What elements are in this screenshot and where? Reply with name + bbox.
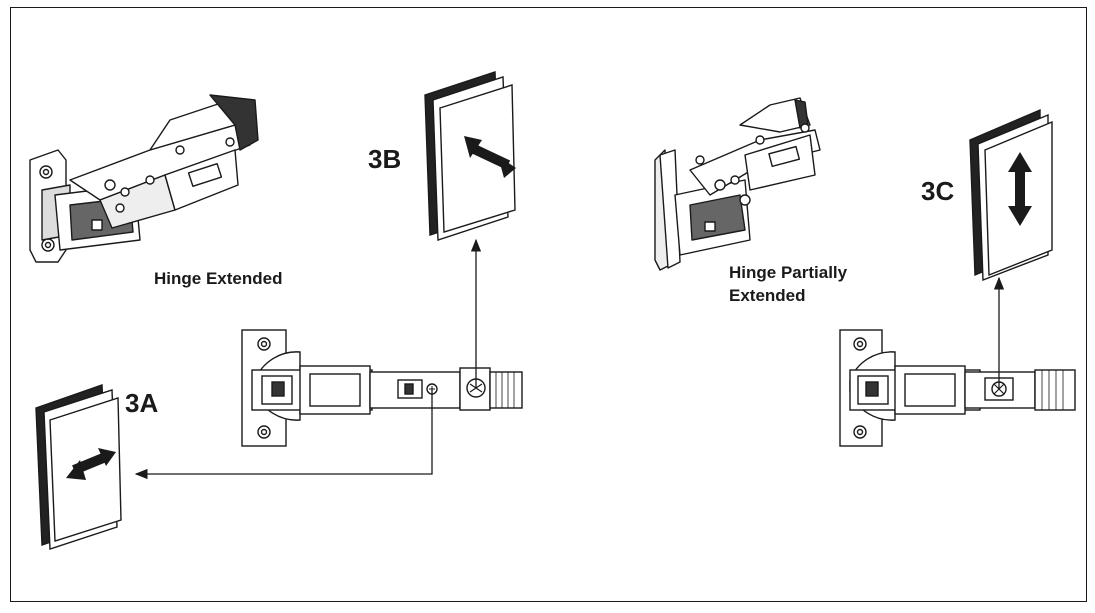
caption-hinge-partially-line2: Extended <box>729 286 806 305</box>
door-panel-3c <box>969 108 1053 282</box>
hinge-extended-illustration <box>29 94 259 263</box>
tag-3c: 3C <box>921 176 955 206</box>
hinge-top-view-left <box>241 329 523 447</box>
caption-hinge-extended: Hinge Extended <box>154 269 283 288</box>
hinge-top-view-right <box>839 329 1076 447</box>
door-panel-3b <box>424 71 516 241</box>
tag-3a: 3A <box>125 388 159 418</box>
diagram-frame <box>10 7 1087 602</box>
hinge-partial-illustration <box>654 97 821 271</box>
leader-lines <box>134 238 1005 480</box>
tag-3b: 3B <box>368 144 402 174</box>
caption-hinge-partially-line1: Hinge Partially <box>729 263 848 282</box>
